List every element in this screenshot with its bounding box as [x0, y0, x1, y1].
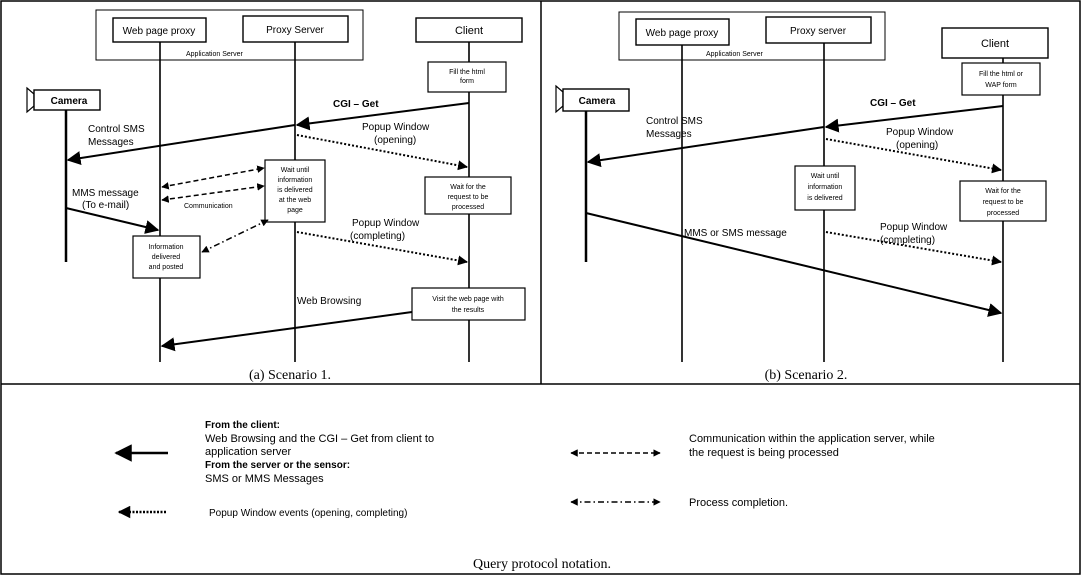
wait-request-box-2	[959, 180, 1047, 222]
legend-process-completion: Process completion.	[689, 497, 788, 509]
client-box-2	[941, 27, 1049, 59]
wait-request-line3: processed	[452, 204, 484, 211]
fill-form-line2-2: WAP form	[985, 82, 1017, 89]
app-server-label-2: Application Server	[706, 51, 763, 58]
web-proxy-box-2	[635, 18, 730, 46]
legend-from-server-heading: From the server or the sensor:	[205, 460, 350, 471]
visit-page-line2: the results	[452, 307, 485, 314]
mms-sms-label: MMS or SMS message	[684, 228, 787, 239]
popup-opening-line2-2: (opening)	[896, 140, 938, 151]
scenario-2-panel: Application Server Web page proxy Proxy …	[555, 11, 1049, 383]
fill-form-box-2	[961, 62, 1041, 96]
cgi-get-label: CGI – Get	[333, 99, 379, 110]
popup-opening-line1: Popup Window	[362, 122, 430, 133]
info-delivered-line1: Information	[148, 244, 183, 251]
client-label: Client	[455, 25, 483, 37]
proxy-server-box-2	[765, 16, 872, 44]
popup-opening-arrow-2	[825, 138, 1002, 174]
wait-info-line2: information	[278, 177, 313, 184]
popup-opening-arrow	[296, 134, 468, 171]
legend-popup-events: Popup Window events (opening, completing…	[209, 508, 407, 519]
wait-info-line4: at the web	[279, 197, 311, 204]
wait-info-line1-2: Wait until	[811, 173, 840, 180]
scenario-1-panel: Application Server Web page proxy Proxy …	[26, 9, 526, 383]
wait-request-box	[424, 176, 512, 215]
camera-label-2: Camera	[579, 96, 616, 107]
wait-info-line5: page	[287, 207, 303, 214]
mms-message-line1: MMS message	[72, 188, 139, 199]
popup-completing-line1-2: Popup Window	[880, 222, 948, 233]
visit-page-line1: Visit the web page with	[432, 296, 504, 303]
control-sms-arrow	[66, 124, 296, 165]
legend-from-server-text: SMS or MMS Messages	[205, 473, 324, 485]
wait-info-line1: Wait until	[281, 167, 310, 174]
web-browsing-label: Web Browsing	[297, 296, 361, 307]
legend-caption: Query protocol notation.	[473, 557, 611, 572]
mms-sms-arrow	[585, 212, 1003, 317]
client-label-2: Client	[981, 38, 1009, 50]
app-server-box-2	[618, 11, 886, 61]
popup-completing-line1: Popup Window	[352, 218, 420, 229]
web-proxy-label-2: Web page proxy	[646, 28, 719, 39]
proxy-server-box	[242, 15, 349, 43]
mms-message-line2: (To e-mail)	[82, 200, 129, 211]
wait-info-box-2	[794, 165, 856, 211]
legend-from-client-line2: application server	[205, 446, 292, 458]
info-delivered-line2: delivered	[152, 254, 181, 261]
proxy-server-label: Proxy Server	[266, 25, 324, 36]
info-delivered-box	[132, 235, 201, 279]
popup-completing-line2: (completing)	[350, 231, 405, 242]
wait-info-line3-2: is delivered	[807, 195, 843, 202]
popup-completing-line2-2: (completing)	[880, 235, 935, 246]
legend-panel: From the client: Web Browsing and the CG…	[114, 420, 935, 572]
web-proxy-label: Web page proxy	[123, 26, 196, 37]
web-proxy-box	[112, 17, 207, 43]
communication-label: Communication	[184, 203, 233, 210]
popup-completing-arrow-2	[825, 231, 1002, 266]
cgi-get-arrow-2	[824, 105, 1004, 133]
web-browsing-arrow	[160, 311, 413, 352]
proxy-server-label-2: Proxy server	[790, 26, 847, 37]
control-sms-line1: Control SMS	[88, 124, 145, 135]
popup-opening-line2: (opening)	[374, 135, 416, 146]
fill-form-box	[427, 61, 507, 93]
cgi-get-arrow	[295, 102, 470, 131]
scenario-2-caption: (b) Scenario 2.	[765, 368, 848, 383]
control-sms-line2: Messages	[88, 137, 134, 148]
legend-communication-line1: Communication within the application ser…	[689, 433, 935, 445]
mms-message-arrow	[65, 207, 160, 234]
communication-arrow-lower	[161, 183, 265, 203]
app-server-box	[95, 9, 364, 61]
legend-communication-line2: the request is being processed	[689, 447, 839, 459]
wait-info-box	[264, 159, 326, 223]
communication-arrow-upper	[161, 165, 265, 190]
info-delivered-line3: and posted	[149, 264, 184, 271]
cgi-get-label-2: CGI – Get	[870, 98, 916, 109]
wait-request-line2-2: request to be	[983, 199, 1024, 206]
legend-from-client-heading: From the client:	[205, 420, 280, 431]
fill-form-line2: form	[460, 78, 474, 85]
wait-request-line3-2: processed	[987, 210, 1019, 217]
camera-icon-2	[555, 84, 630, 114]
app-server-label: Application Server	[186, 51, 243, 58]
visit-page-box	[411, 287, 526, 321]
process-completion-arrow	[201, 219, 269, 253]
scenario-1-caption: (a) Scenario 1.	[249, 368, 331, 383]
popup-opening-line1-2: Popup Window	[886, 127, 954, 138]
wait-request-line1: Wait for the	[450, 184, 486, 191]
wait-request-line1-2: Wait for the	[985, 188, 1021, 195]
control-sms-line1-2: Control SMS	[646, 116, 703, 127]
wait-request-line2: request to be	[448, 194, 489, 201]
fill-form-line1: Fill the html	[449, 69, 485, 76]
control-sms-arrow-2	[586, 126, 825, 168]
wait-info-line2-2: information	[808, 184, 843, 191]
wait-info-line3: is delivered	[277, 187, 313, 194]
popup-completing-arrow	[296, 231, 468, 266]
camera-label: Camera	[51, 96, 88, 107]
control-sms-line2-2: Messages	[646, 129, 692, 140]
legend-from-client-line1: Web Browsing and the CGI – Get from clie…	[205, 433, 434, 445]
fill-form-line1-2: Fill the html or	[979, 71, 1024, 78]
